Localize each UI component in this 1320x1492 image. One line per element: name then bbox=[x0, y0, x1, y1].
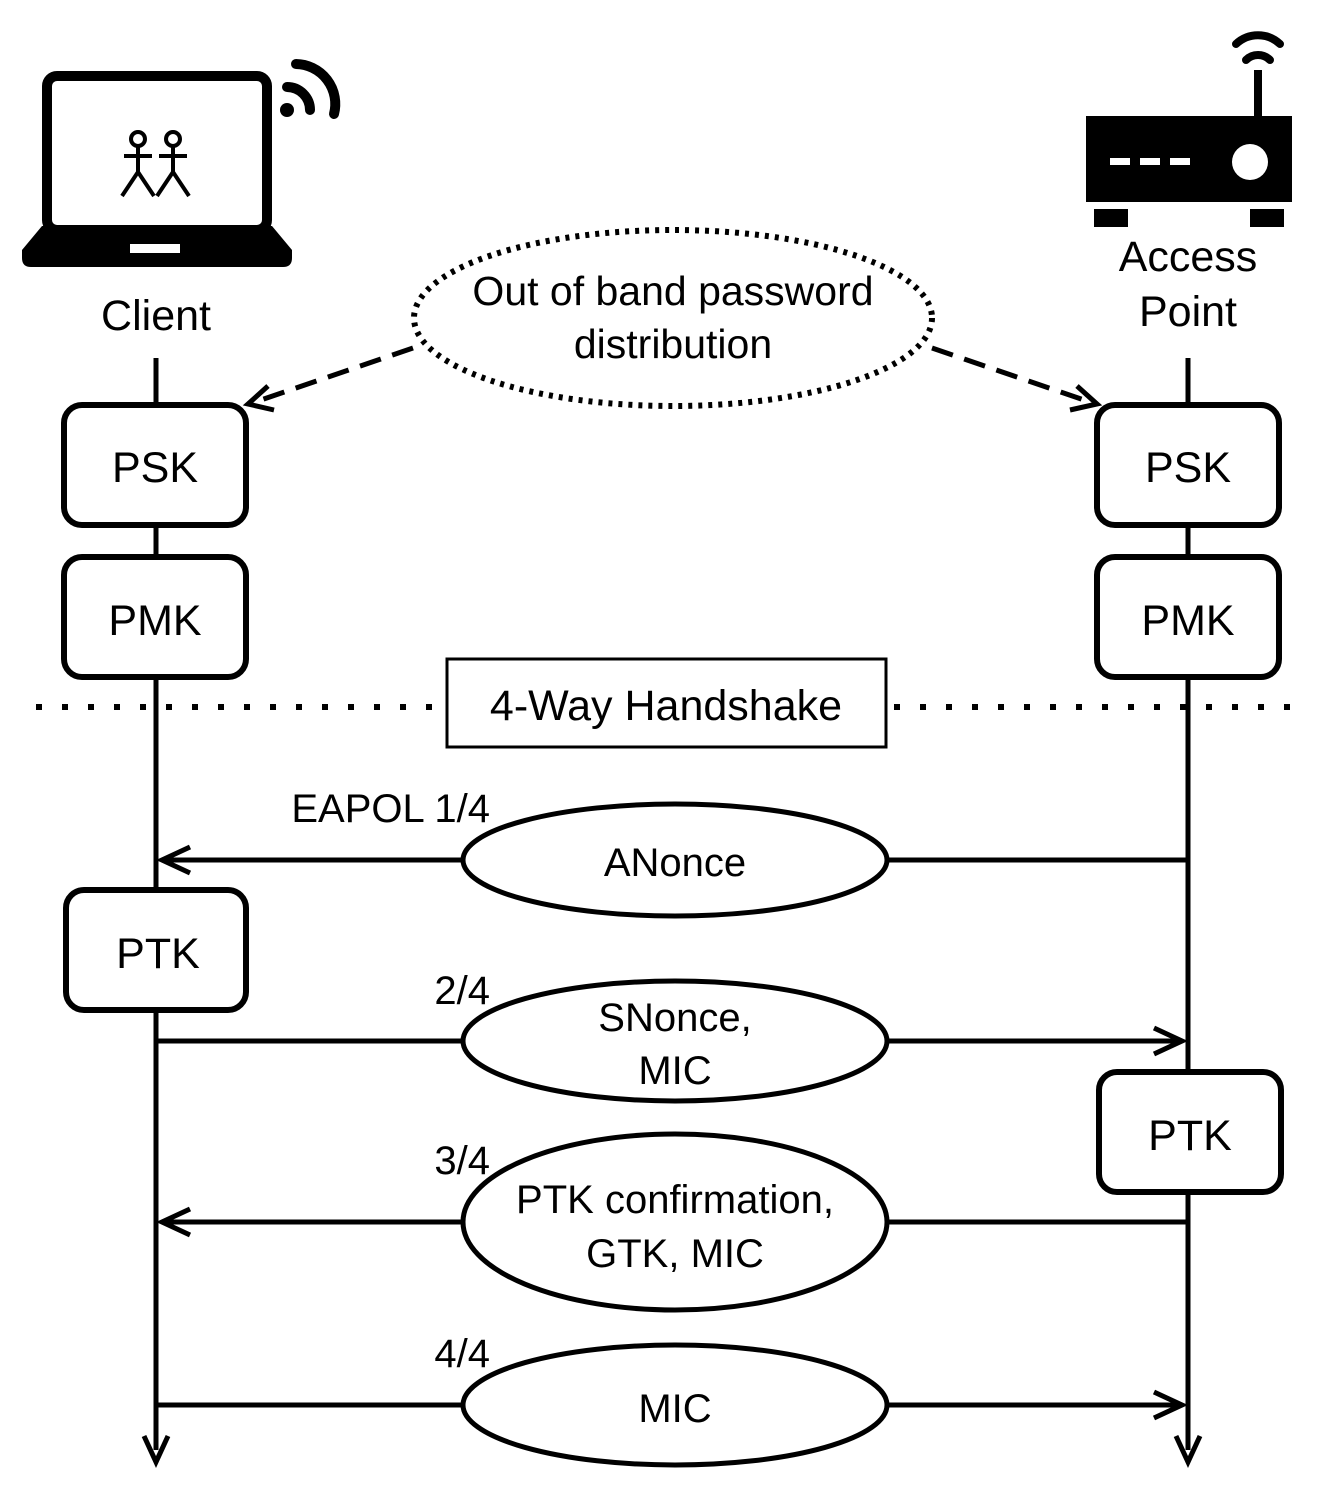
client-ptk-box bbox=[63, 887, 249, 1013]
msg3-step-label: 3/4 bbox=[434, 1139, 490, 1183]
handshake-title: 4-Way Handshake bbox=[490, 682, 842, 730]
msg3-content-line2: GTK, MIC bbox=[586, 1232, 764, 1276]
wifi-icon bbox=[280, 59, 341, 119]
client-pmk-box bbox=[61, 554, 249, 680]
msg4-arrowhead bbox=[1152, 1389, 1188, 1421]
client-psk-box bbox=[61, 402, 249, 528]
client-ptk-label: PTK bbox=[116, 930, 200, 978]
oob-label-line2: distribution bbox=[574, 321, 772, 367]
access-point-label-line2: Point bbox=[1139, 288, 1237, 336]
msg1-arrowhead bbox=[156, 844, 192, 876]
msg4-content-line1: MIC bbox=[638, 1387, 711, 1431]
msg4-step-label: 4/4 bbox=[434, 1332, 490, 1376]
users-icon bbox=[120, 130, 191, 198]
client-pmk-label: PMK bbox=[108, 597, 202, 645]
msg1-step-label: EAPOL 1/4 bbox=[291, 787, 490, 831]
ap-lifeline-arrowhead bbox=[1173, 1434, 1203, 1468]
ap-ptk-label: PTK bbox=[1148, 1112, 1232, 1160]
access-point-label-line1: Access bbox=[1119, 233, 1258, 281]
msg2-content-line2: MIC bbox=[638, 1049, 711, 1093]
msg3-arrowhead bbox=[156, 1206, 192, 1238]
oob-arrowhead-client bbox=[242, 384, 275, 413]
laptop-icon bbox=[22, 71, 292, 267]
oob-label-line1: Out of band password bbox=[472, 268, 873, 314]
msg4-ellipse bbox=[460, 1342, 890, 1468]
client-label: Client bbox=[101, 292, 211, 340]
msg2-ellipse bbox=[460, 978, 890, 1104]
oob-arrow-to-ap bbox=[931, 345, 1091, 405]
ap-psk-box bbox=[1094, 402, 1282, 528]
msg2-arrowhead bbox=[1152, 1025, 1188, 1057]
msg2-step-label: 2/4 bbox=[434, 969, 490, 1013]
handshake-title-box bbox=[445, 657, 888, 749]
oob-arrowhead-ap bbox=[1069, 384, 1103, 413]
msg3-content-line1: PTK confirmation, bbox=[516, 1178, 834, 1222]
router-icon bbox=[1086, 31, 1292, 227]
ap-pmk-box bbox=[1094, 554, 1282, 680]
client-lifeline-arrowhead bbox=[141, 1434, 171, 1468]
oob-distribution-ellipse bbox=[411, 227, 935, 409]
ap-psk-label: PSK bbox=[1145, 444, 1231, 492]
client-psk-label: PSK bbox=[112, 444, 198, 492]
msg1-content-line1: ANonce bbox=[604, 841, 746, 885]
oob-arrow-to-client bbox=[254, 345, 414, 405]
msg3-ellipse bbox=[460, 1131, 890, 1313]
ap-ptk-box bbox=[1096, 1069, 1284, 1195]
msg1-ellipse bbox=[460, 801, 890, 919]
ap-pmk-label: PMK bbox=[1141, 597, 1235, 645]
msg2-content-line1: SNonce, bbox=[598, 996, 751, 1040]
